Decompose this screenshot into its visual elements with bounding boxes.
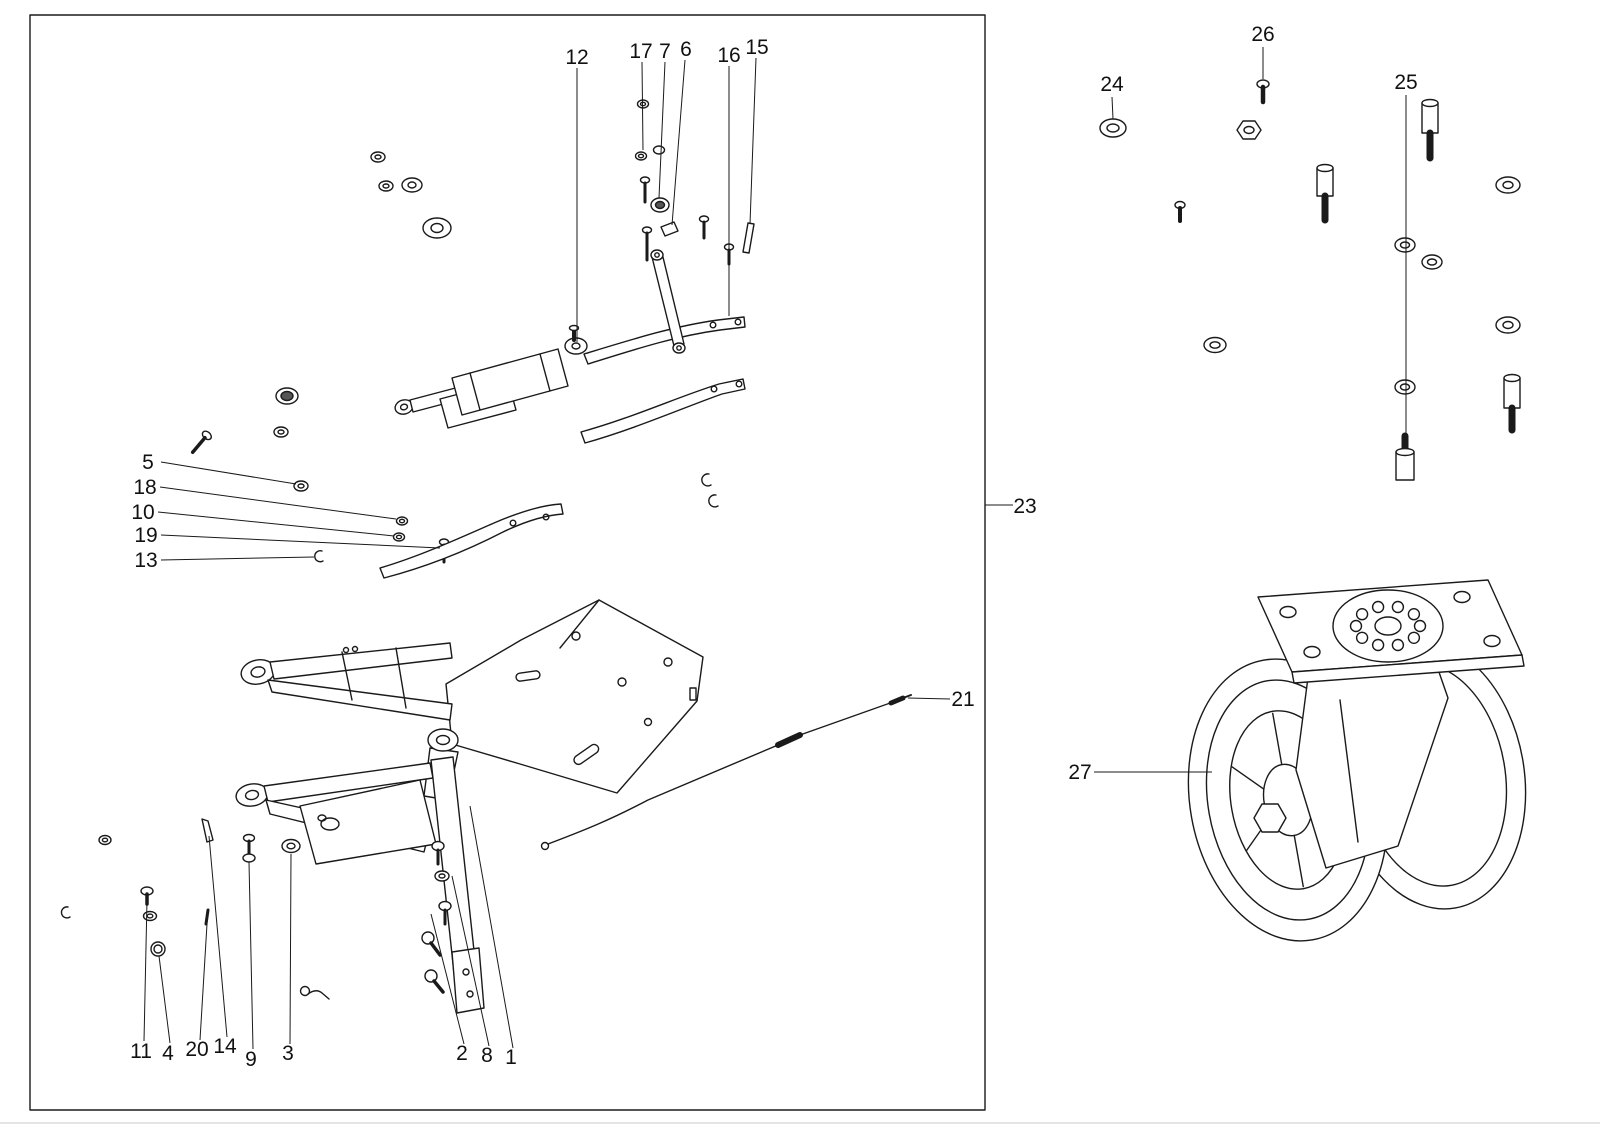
- callout-14: 14: [213, 1035, 237, 1058]
- callout-5: 5: [142, 451, 154, 474]
- fasteners-top-left: [190, 151, 719, 564]
- main-frame-deck: [445, 599, 704, 794]
- callout-labels: 12 17 7 6 16 15 5 18 10 19 13 23 24 26 2…: [130, 23, 1418, 1071]
- actuator-assembly: [394, 324, 588, 429]
- callout-6: 6: [680, 38, 692, 61]
- upper-arm: [240, 642, 453, 721]
- callout-15: 15: [745, 36, 768, 59]
- callout-21: 21: [951, 688, 974, 711]
- callout-11: 11: [130, 1040, 152, 1063]
- callout-27: 27: [1068, 761, 1091, 784]
- callout-25: 25: [1394, 71, 1417, 94]
- link-and-fasteners: [634, 99, 755, 354]
- curved-band-upper: [583, 316, 746, 365]
- caster-wheel-assembly: [1187, 579, 1527, 942]
- callout-leader-lines: [143, 47, 1407, 1050]
- callout-12: 12: [565, 46, 588, 69]
- callout-18: 18: [133, 476, 156, 499]
- curved-band-middle: [580, 378, 746, 444]
- callout-7: 7: [659, 40, 671, 63]
- lower-arm: [235, 762, 437, 865]
- diagram-border-box: [29, 14, 986, 1111]
- callout-23: 23: [1013, 495, 1036, 518]
- callout-13: 13: [134, 549, 157, 572]
- callout-9: 9: [245, 1048, 257, 1071]
- callout-3: 3: [282, 1042, 294, 1065]
- callout-20: 20: [185, 1038, 208, 1061]
- callout-26: 26: [1251, 23, 1274, 46]
- control-cable: [540, 694, 912, 851]
- fasteners-bottom-left: [60, 818, 330, 1000]
- callout-24: 24: [1100, 73, 1124, 96]
- callout-4: 4: [162, 1042, 174, 1065]
- callout-10: 10: [131, 501, 154, 524]
- callout-8: 8: [481, 1044, 493, 1067]
- callout-16: 16: [717, 44, 740, 67]
- callout-2: 2: [456, 1042, 468, 1065]
- fasteners-right: [1099, 79, 1521, 481]
- curved-band-lower: [379, 503, 564, 579]
- callout-19: 19: [134, 524, 157, 547]
- callout-17: 17: [629, 40, 652, 63]
- callout-1: 1: [505, 1046, 517, 1069]
